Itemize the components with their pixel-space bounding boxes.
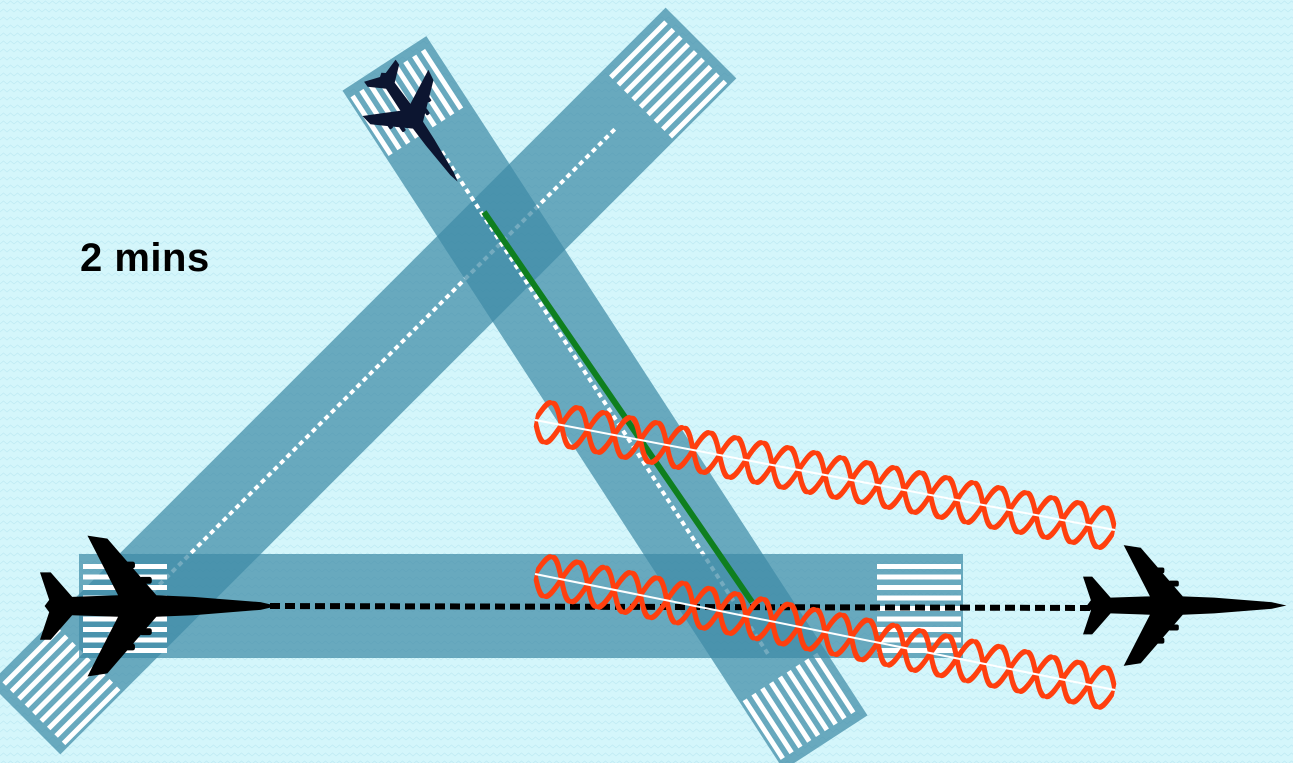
threshold-stripe bbox=[412, 54, 455, 116]
threshold-stripe bbox=[877, 616, 961, 622]
threshold-markings-sw bbox=[2, 627, 121, 746]
threshold-stripe bbox=[751, 692, 794, 755]
threshold-stripe bbox=[39, 664, 99, 723]
threshold-stripe bbox=[24, 649, 84, 709]
threshold-stripe bbox=[350, 94, 393, 157]
threshold-stripe bbox=[646, 57, 705, 117]
threshold-markings-ne bbox=[609, 20, 728, 139]
threshold-stripe bbox=[631, 42, 691, 102]
threshold-stripe bbox=[877, 585, 961, 590]
threshold-stripe bbox=[777, 675, 821, 737]
threshold-stripe bbox=[877, 564, 961, 569]
threshold-stripe bbox=[54, 679, 114, 738]
runways bbox=[0, 7, 963, 763]
threshold-stripe bbox=[786, 669, 829, 732]
threshold-stripe bbox=[616, 27, 676, 87]
wake-vortex-lower bbox=[533, 554, 1117, 710]
threshold-stripe bbox=[638, 50, 698, 109]
threshold-stripe bbox=[9, 634, 69, 694]
threshold-stripe bbox=[804, 658, 847, 720]
threshold-stripe bbox=[661, 72, 720, 132]
threshold-stripe bbox=[742, 698, 785, 760]
threshold-markings-se bbox=[742, 652, 856, 760]
threshold-stripe bbox=[769, 681, 812, 743]
vortex-core bbox=[534, 419, 1116, 531]
threshold-stripe bbox=[877, 637, 961, 643]
threshold-stripe bbox=[877, 595, 961, 601]
flight-path-dotted bbox=[269, 603, 1101, 611]
threshold-stripe bbox=[46, 671, 106, 731]
threshold-stripe bbox=[877, 574, 961, 580]
vortex-core bbox=[534, 573, 1116, 691]
threshold-stripe bbox=[420, 48, 464, 111]
threshold-stripe bbox=[760, 687, 803, 749]
threshold-stripe bbox=[623, 35, 683, 94]
departure-path-green bbox=[481, 210, 755, 604]
threshold-stripe bbox=[795, 664, 838, 726]
threshold-stripe bbox=[61, 686, 121, 746]
wake-vortex-upper bbox=[533, 400, 1117, 550]
threshold-stripe bbox=[32, 656, 91, 716]
elapsed-time-label: 2 mins bbox=[80, 236, 210, 280]
threshold-stripe bbox=[653, 64, 713, 124]
threshold-stripe bbox=[17, 641, 76, 701]
threshold-stripe bbox=[609, 20, 668, 80]
threshold-stripe bbox=[668, 79, 728, 139]
threshold-stripe bbox=[2, 627, 62, 686]
threshold-stripe bbox=[813, 652, 856, 715]
